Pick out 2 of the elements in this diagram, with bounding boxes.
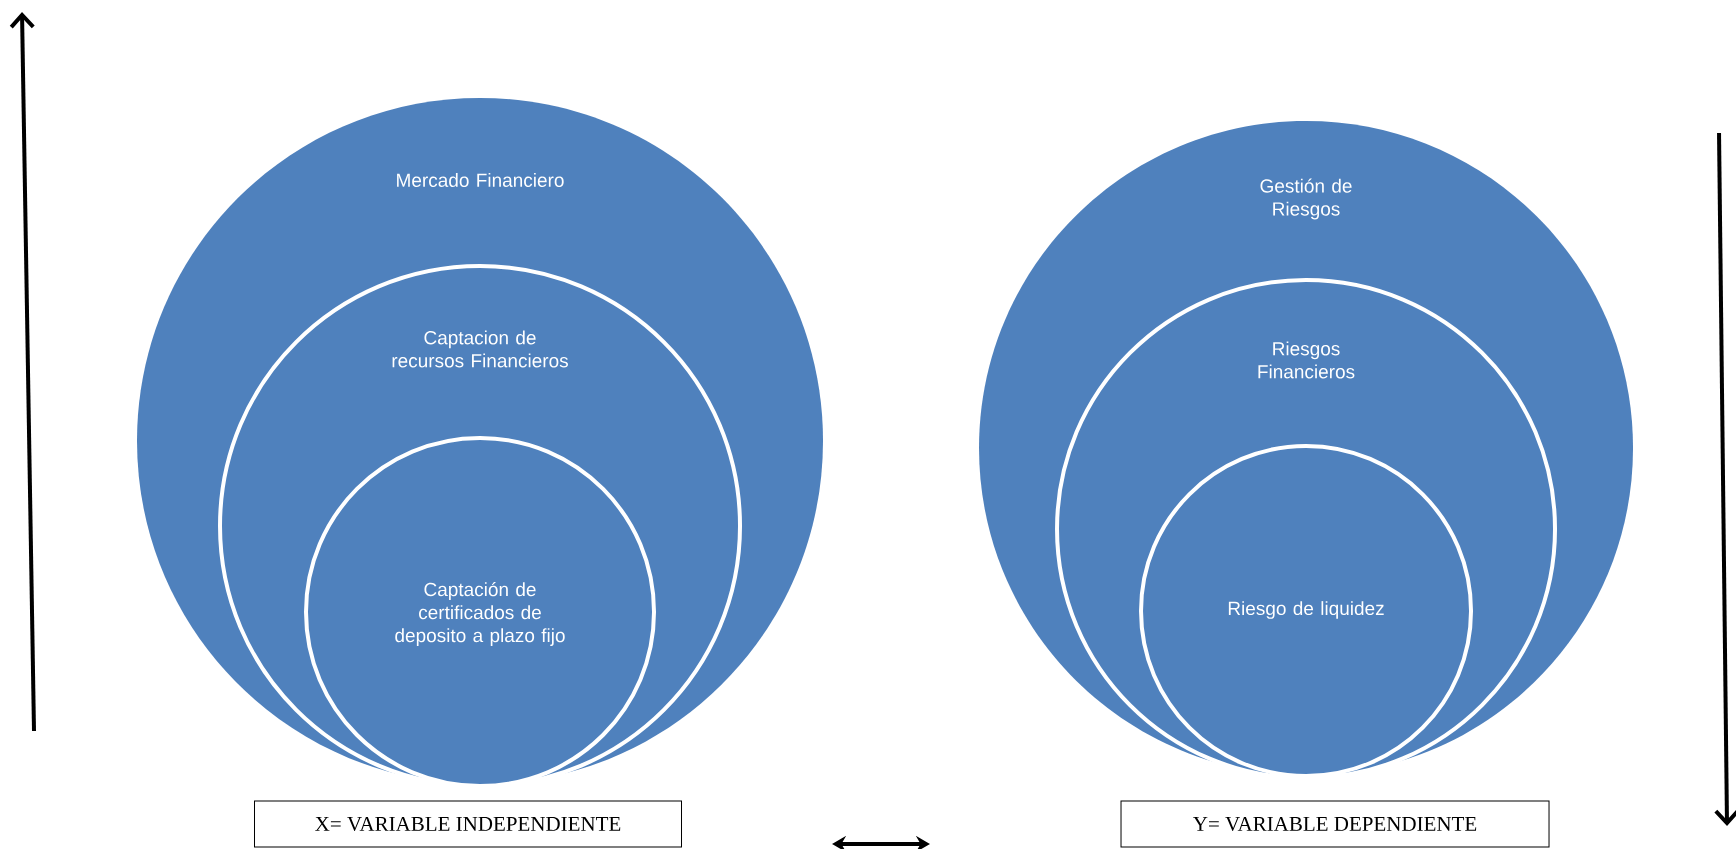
label-box: Y= VARIABLE DEPENDIENTE <box>1120 800 1550 848</box>
label-box: X= VARIABLE INDEPENDIENTE <box>254 800 682 848</box>
